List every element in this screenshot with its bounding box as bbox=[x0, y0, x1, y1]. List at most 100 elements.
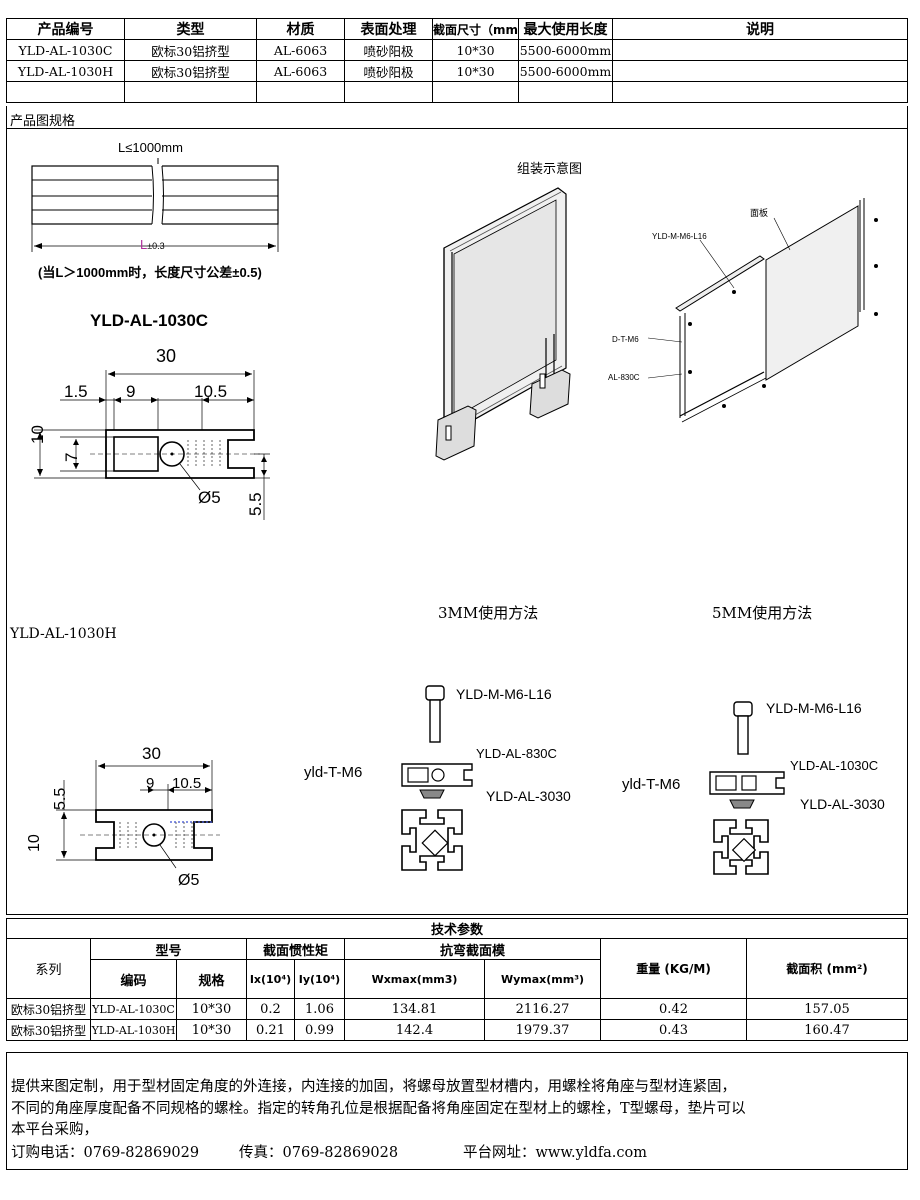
note-line-1: 提供来图定制，用于型材固定角度的外连接，内连接的加固，将螺母放置型材槽内，用螺栓… bbox=[11, 1079, 736, 1095]
table-cell bbox=[344, 81, 433, 103]
table-row bbox=[6, 81, 908, 103]
usage-3mm-part: YLD-AL-830C bbox=[476, 746, 557, 761]
profile-c-inner: 7 bbox=[62, 452, 81, 462]
table-cell: AL-6063 bbox=[256, 60, 345, 82]
modulus-header: 抗弯截面模 bbox=[344, 938, 601, 960]
tech-title-row: 技术参数 bbox=[6, 918, 908, 939]
table-cell: YLD-AL-1030C bbox=[90, 998, 177, 1020]
usage-5mm-base: YLD-AL-3030 bbox=[800, 796, 885, 812]
table-cell: 0.21 bbox=[246, 1019, 295, 1041]
usage-3mm-screw: YLD-M-M6-L16 bbox=[456, 686, 552, 702]
table-row: YLD-AL-1030C 欧标30铝挤型 AL-6063 喷砂阳极 10*30 … bbox=[6, 39, 908, 61]
note-line-2: 不同的角座厚度配备不同规格的螺栓。指定的转角孔位是根据配备将角座固定在型材上的螺… bbox=[11, 1101, 746, 1117]
profile-h-height: 10 bbox=[26, 834, 43, 852]
usage-3mm-title: 3MM使用方法 bbox=[438, 604, 539, 622]
table-cell: 0.43 bbox=[600, 1019, 747, 1041]
length-symbol: L bbox=[140, 237, 148, 252]
table-cell: 欧标30铝挤型 bbox=[124, 60, 257, 82]
profile-h-top: 5.5 bbox=[52, 787, 69, 810]
table-cell: 10*30 bbox=[431, 39, 520, 61]
website-link[interactable]: 平台网址：www.yldfa.com bbox=[463, 1145, 647, 1161]
table-cell bbox=[124, 81, 257, 103]
profile-h-hole: Ø5 bbox=[178, 872, 200, 889]
table-row: 欧标30铝挤型 YLD-AL-1030C 10*30 0.2 1.06 134.… bbox=[6, 998, 908, 1020]
table-cell: YLD-AL-1030H bbox=[90, 1019, 177, 1041]
iy-header: Iy(10⁴) bbox=[294, 959, 345, 999]
table-cell: 欧标30铝挤型 bbox=[6, 998, 91, 1020]
length-note: (当L＞1000mm时，长度尺寸公差±0.5) bbox=[38, 265, 262, 280]
profile-h-width: 30 bbox=[142, 744, 161, 763]
tech-params-title: 技术参数 bbox=[6, 918, 908, 939]
profile-c-offset: 5.5 bbox=[246, 492, 265, 516]
header-cell: 材质 bbox=[256, 18, 345, 40]
table-cell: 0.42 bbox=[600, 998, 747, 1020]
note-line-3: 本平台采购， bbox=[11, 1122, 98, 1138]
profile-c-title: YLD-AL-1030C bbox=[90, 311, 209, 330]
profile-c-dim-c: 10.5 bbox=[194, 382, 228, 401]
assembly-profile-label: AL-830C bbox=[608, 373, 640, 382]
table-cell bbox=[6, 81, 125, 103]
table-cell: 2116.27 bbox=[484, 998, 601, 1020]
assembly-panel-label: 面板 bbox=[750, 208, 769, 218]
profile-c-width: 30 bbox=[156, 346, 177, 366]
table-cell: 10*30 bbox=[176, 998, 247, 1020]
weight-header: 重量 (KG/M) bbox=[600, 938, 747, 999]
profile-c-height: 10 bbox=[28, 425, 47, 444]
table-cell: 5500-6000mm bbox=[518, 60, 614, 82]
profile-h-drawing bbox=[56, 760, 220, 869]
usage-5mm-drawing bbox=[709, 701, 785, 875]
table-cell: AL-6063 bbox=[256, 39, 345, 61]
table-cell: 1979.37 bbox=[484, 1019, 601, 1041]
code-header: 编码 bbox=[90, 959, 177, 999]
profile-h-title: YLD-AL-1030H bbox=[10, 626, 117, 642]
table-cell bbox=[256, 81, 345, 103]
table-cell: 10*30 bbox=[431, 60, 520, 82]
table-cell: 160.47 bbox=[746, 1019, 908, 1041]
length-drawing bbox=[31, 158, 279, 252]
table-cell: 喷砂阳极 bbox=[344, 60, 433, 82]
table-cell bbox=[431, 81, 520, 103]
table-row: 欧标30铝挤型 YLD-AL-1030H 10*30 0.21 0.99 142… bbox=[6, 1019, 908, 1041]
table-cell: 157.05 bbox=[746, 998, 908, 1020]
usage-3mm-base: YLD-AL-3030 bbox=[486, 788, 571, 804]
table-row: YLD-AL-1030H 欧标30铝挤型 AL-6063 喷砂阳极 10*30 … bbox=[6, 60, 908, 82]
tech-subheader-row: 编码 规格 Ix(10⁴) Iy(10⁴) Wxmax(mm3) Wymax(m… bbox=[7, 959, 908, 999]
series-header: 系列 bbox=[6, 938, 91, 999]
assembly-screw-label: YLD-M-M6-L16 bbox=[652, 232, 707, 241]
section-title-rule bbox=[6, 128, 908, 129]
table-cell: YLD-AL-1030H bbox=[6, 60, 125, 82]
length-tolerance: ±0.3 bbox=[147, 241, 165, 251]
table-cell: 0.2 bbox=[246, 998, 295, 1020]
spec-table: 产品编号 类型 材质 表面处理 截面尺寸（mm 最大使用长度 说明 YLD-AL… bbox=[6, 18, 908, 103]
profile-h-dim-b: 9 bbox=[146, 775, 155, 792]
inertia-header: 截面惯性矩 bbox=[246, 938, 345, 960]
table-cell: 欧标30铝挤型 bbox=[6, 1019, 91, 1041]
usage-3mm-tnut: yld-T-M6 bbox=[304, 764, 363, 781]
table-cell: 欧标30铝挤型 bbox=[124, 39, 257, 61]
usage-5mm-title: 5MM使用方法 bbox=[712, 604, 813, 622]
assembly-title: 组装示意图 bbox=[517, 162, 583, 177]
table-cell: 10*30 bbox=[176, 1019, 247, 1041]
model-header: 型号 bbox=[90, 938, 247, 960]
table-cell bbox=[612, 60, 908, 82]
table-cell bbox=[612, 39, 908, 61]
profile-c-dim-b: 9 bbox=[126, 382, 136, 401]
table-cell: YLD-AL-1030C bbox=[6, 39, 125, 61]
profile-c-dim-a: 1.5 bbox=[64, 382, 88, 401]
header-cell: 说明 bbox=[612, 18, 908, 40]
tech-params-table: 技术参数 系列 型号 截面惯性矩 抗弯截面模 重量 (KG/M) 截面积 (mm… bbox=[6, 918, 908, 1041]
wx-header: Wxmax(mm3) bbox=[344, 959, 485, 999]
profile-c-drawing bbox=[34, 370, 270, 520]
spec-header: 规格 bbox=[176, 959, 247, 999]
table-cell: 142.4 bbox=[344, 1019, 485, 1041]
length-top-label: L≤1000mm bbox=[118, 140, 183, 155]
section-title: 产品图规格 bbox=[10, 114, 76, 129]
fax-number: 传真：0769-82869028 bbox=[239, 1145, 399, 1161]
header-cell: 表面处理 bbox=[344, 18, 433, 40]
notes-box: 提供来图定制，用于型材固定角度的外连接，内连接的加固，将螺母放置型材槽内，用螺栓… bbox=[6, 1052, 908, 1170]
header-cell: 最大使用长度 bbox=[518, 18, 614, 40]
drawing-frame bbox=[6, 106, 908, 915]
usage-5mm-tnut: yld-T-M6 bbox=[622, 776, 681, 793]
header-cell: 产品编号 bbox=[6, 18, 125, 40]
wy-header: Wymax(mm³) bbox=[484, 959, 601, 999]
